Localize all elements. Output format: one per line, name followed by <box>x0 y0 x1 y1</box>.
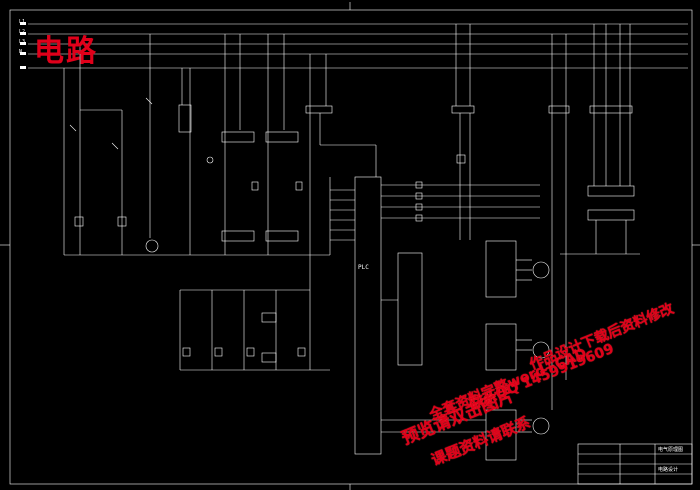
motor-1 <box>532 261 550 279</box>
bus-label-l1: L1 <box>19 19 26 25</box>
lower-relays <box>179 289 330 371</box>
diagram-title: 电路 <box>34 34 98 69</box>
bus-label-n: N <box>19 49 23 55</box>
converter-3 <box>485 409 517 461</box>
title-block <box>577 443 693 485</box>
control-circuit-left <box>63 44 330 256</box>
motor-2 <box>532 341 550 359</box>
converter-2 <box>485 323 517 371</box>
title-block-project: 电路设计 <box>658 467 679 473</box>
title-block-drawing-name: 电气原理图 <box>658 447 684 453</box>
drawing-border <box>9 9 693 485</box>
motor-symbol <box>145 239 159 253</box>
analog-module <box>397 252 423 366</box>
bus-label-l3: L3 <box>19 39 26 45</box>
converter-1 <box>485 240 517 298</box>
plc-unit <box>319 113 540 455</box>
right-power-section <box>451 24 640 461</box>
bus-label-l2: L2 <box>19 29 26 35</box>
plc-label: PLC <box>358 264 369 271</box>
pump-motor-branch <box>145 34 214 255</box>
power-bus <box>28 23 688 69</box>
motor-3 <box>532 417 550 435</box>
inverter-branches <box>221 34 333 370</box>
